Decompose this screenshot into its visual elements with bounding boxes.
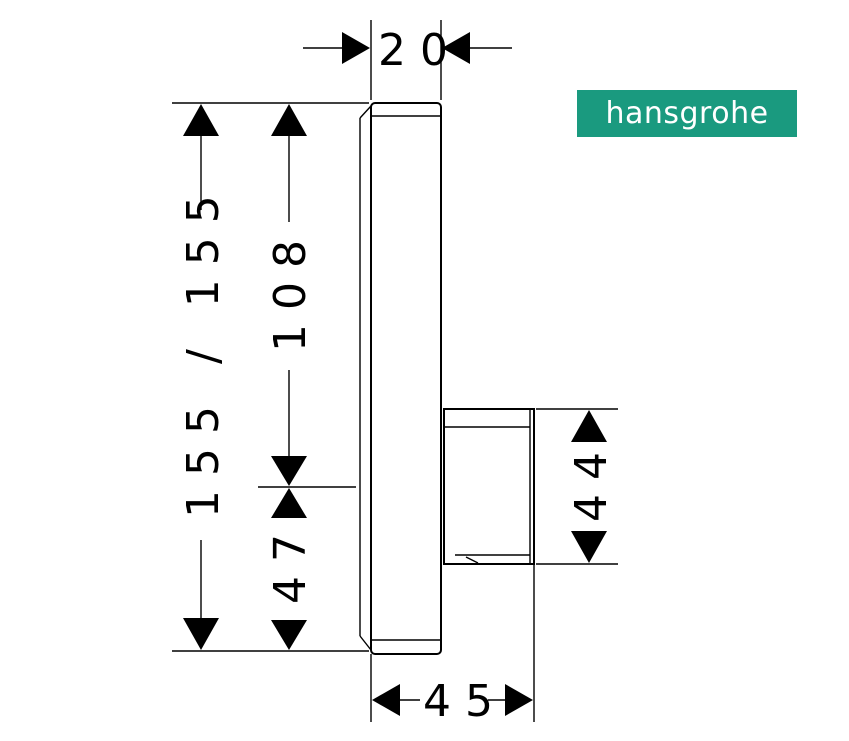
dim-top-width: 20 — [303, 20, 512, 100]
brand-logo-text: hansgrohe — [605, 96, 769, 131]
dim-lower-height: 47 — [265, 488, 316, 650]
dim-body-height: 44 — [536, 408, 618, 565]
dim-total-height-label: 155 / 155 — [178, 181, 229, 518]
dim-bottom-width: 45 — [370, 564, 535, 727]
dim-bottom-width-label: 45 — [423, 676, 507, 727]
dim-top-width-label: 20 — [378, 25, 462, 76]
cover-plate — [359, 102, 442, 655]
dim-lower-height-label: 47 — [265, 520, 316, 604]
dim-body-height-label: 44 — [566, 438, 617, 522]
brand-logo: hansgrohe — [577, 90, 797, 137]
dim-upper-height-label: 108 — [265, 226, 316, 352]
valve-body — [443, 408, 535, 565]
dim-total-height: 155 / 155 — [178, 104, 229, 650]
dim-upper-height: 108 — [265, 104, 316, 486]
